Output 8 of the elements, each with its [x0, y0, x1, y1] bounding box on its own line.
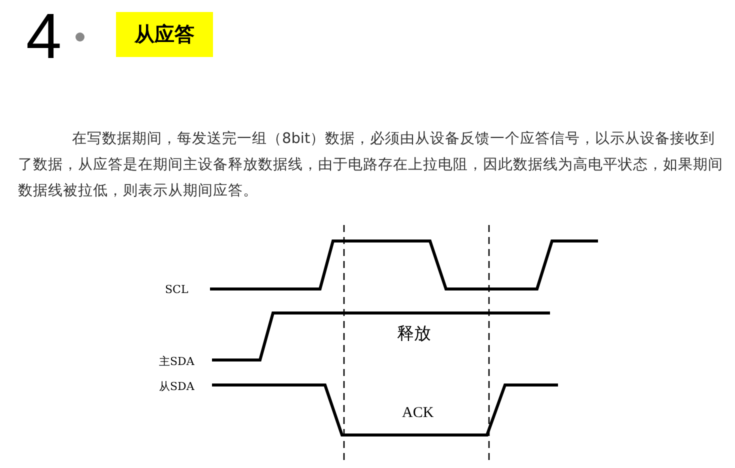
- heading-number: 4: [26, 0, 62, 72]
- signal-label: SCL: [165, 283, 188, 296]
- waveform-annotation: 释放: [397, 323, 431, 345]
- signal-label: 主SDA: [159, 354, 194, 369]
- signal-label: 从SDA: [159, 379, 194, 394]
- section-title: 从应答: [116, 12, 213, 57]
- body-paragraph: 在写数据期间，每发送完一组（8bit）数据，必须由从设备反馈一个应答信号，以示从设备接收到了数据，从应答是在期间主设备释放数据线，由于电路存在上拉电阻，因此数据线为高电平状态，如果期间数据线被拉低，则表示从期间应答。: [18, 130, 724, 201]
- waveform-annotation: ACK: [402, 405, 434, 422]
